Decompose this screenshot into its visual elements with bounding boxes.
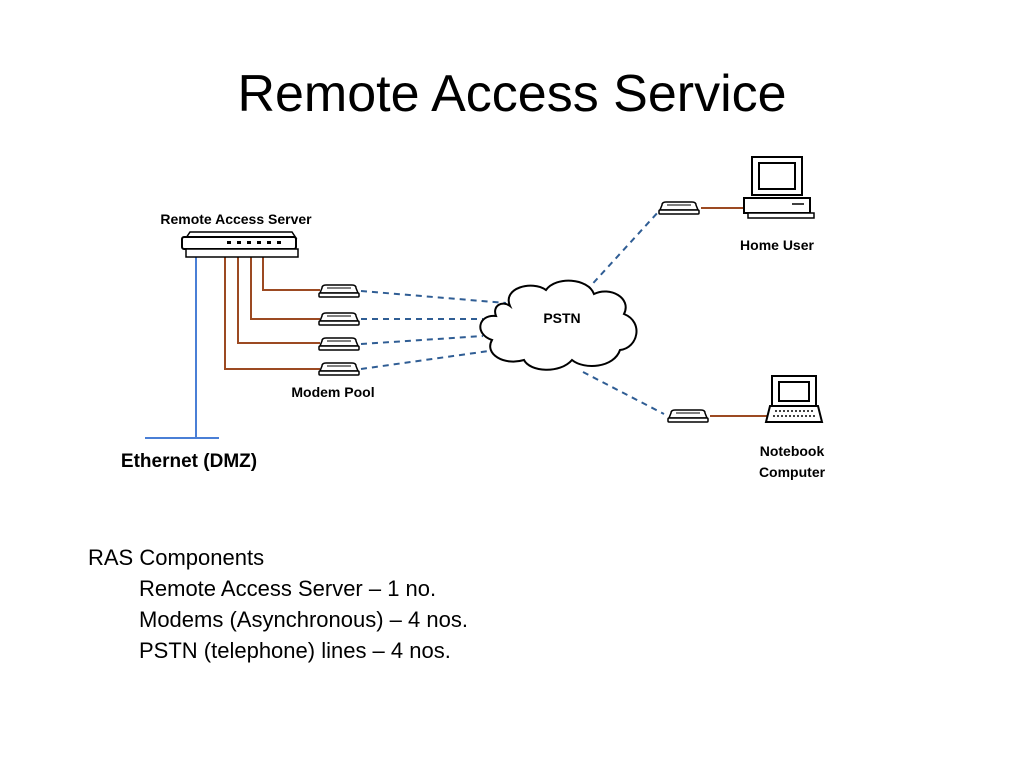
- pstn-label: PSTN: [543, 310, 580, 326]
- notebook-computer-icon: [764, 375, 824, 423]
- modem-icon: [318, 284, 360, 298]
- modem-icon: [658, 201, 700, 215]
- modem-pool-label: Modem Pool: [291, 384, 374, 400]
- modem-pool: [318, 284, 360, 376]
- server-icon: [181, 231, 299, 258]
- component-item: PSTN (telephone) lines – 4 nos.: [139, 638, 451, 663]
- notebook-label-line2: Computer: [759, 464, 826, 480]
- modem-icon: [667, 409, 709, 423]
- ethernet-label: Ethernet (DMZ): [121, 451, 257, 472]
- phone-lines: [360, 209, 665, 415]
- cloud-icon: [479, 279, 638, 371]
- ethernet-segment: [145, 257, 219, 439]
- modem-icon: [318, 337, 360, 351]
- component-item: Remote Access Server – 1 no.: [139, 576, 437, 601]
- desktop-computer-icon: [743, 156, 815, 219]
- slide-title: Remote Access Service: [237, 65, 787, 123]
- ras-components-list: RAS Components Remote Access Server – 1 …: [88, 542, 468, 666]
- serial-lines: [224, 257, 320, 370]
- modem-icon: [318, 312, 360, 326]
- ras-server-label: Remote Access Server: [160, 211, 312, 227]
- component-item: Modems (Asynchronous) – 4 nos.: [139, 607, 468, 632]
- home-user-label: Home User: [740, 237, 814, 253]
- modem-icon: [318, 362, 360, 376]
- components-heading: RAS Components: [88, 545, 265, 570]
- notebook-label-line1: Notebook: [760, 443, 825, 459]
